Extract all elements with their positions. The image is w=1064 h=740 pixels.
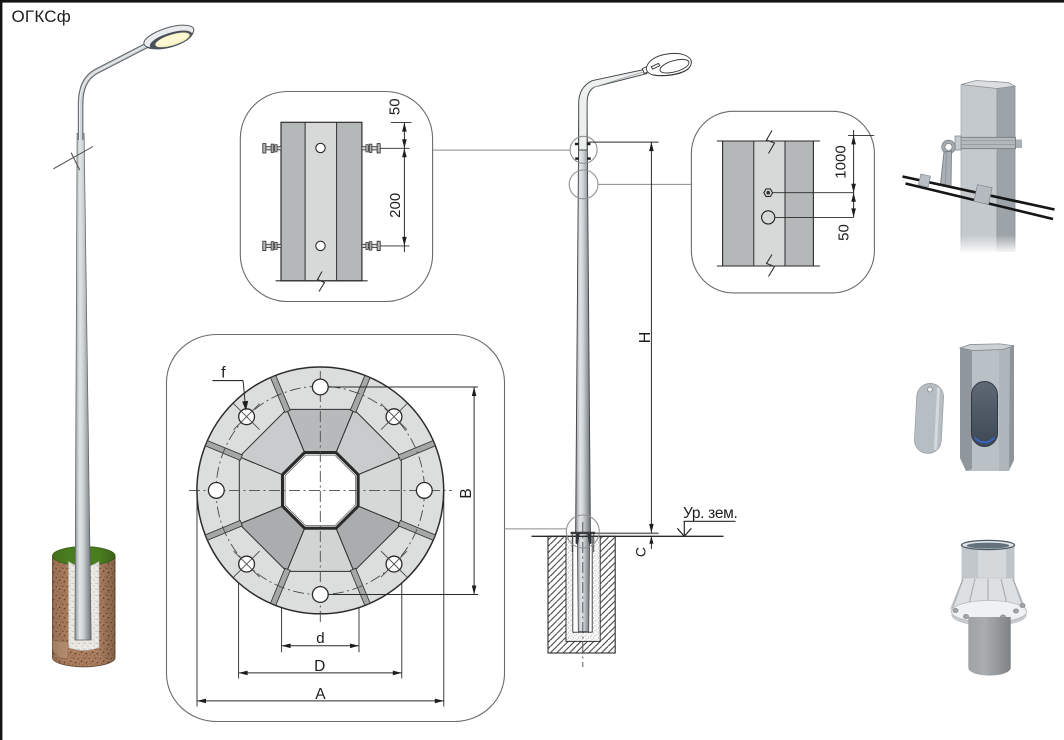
svg-text:f: f: [221, 365, 226, 382]
svg-text:200: 200: [387, 193, 404, 218]
svg-text:A: A: [315, 686, 326, 703]
svg-text:B: B: [458, 488, 475, 498]
svg-text:d: d: [316, 630, 324, 647]
svg-text:H: H: [637, 332, 654, 344]
svg-text:Ур. зем.: Ур. зем.: [683, 505, 738, 522]
svg-text:50: 50: [836, 224, 853, 241]
svg-text:ОГКСф: ОГКСф: [12, 7, 71, 26]
svg-text:50: 50: [387, 98, 404, 115]
svg-text:D: D: [314, 658, 325, 675]
svg-text:1000: 1000: [833, 145, 850, 178]
svg-text:C: C: [633, 547, 649, 557]
